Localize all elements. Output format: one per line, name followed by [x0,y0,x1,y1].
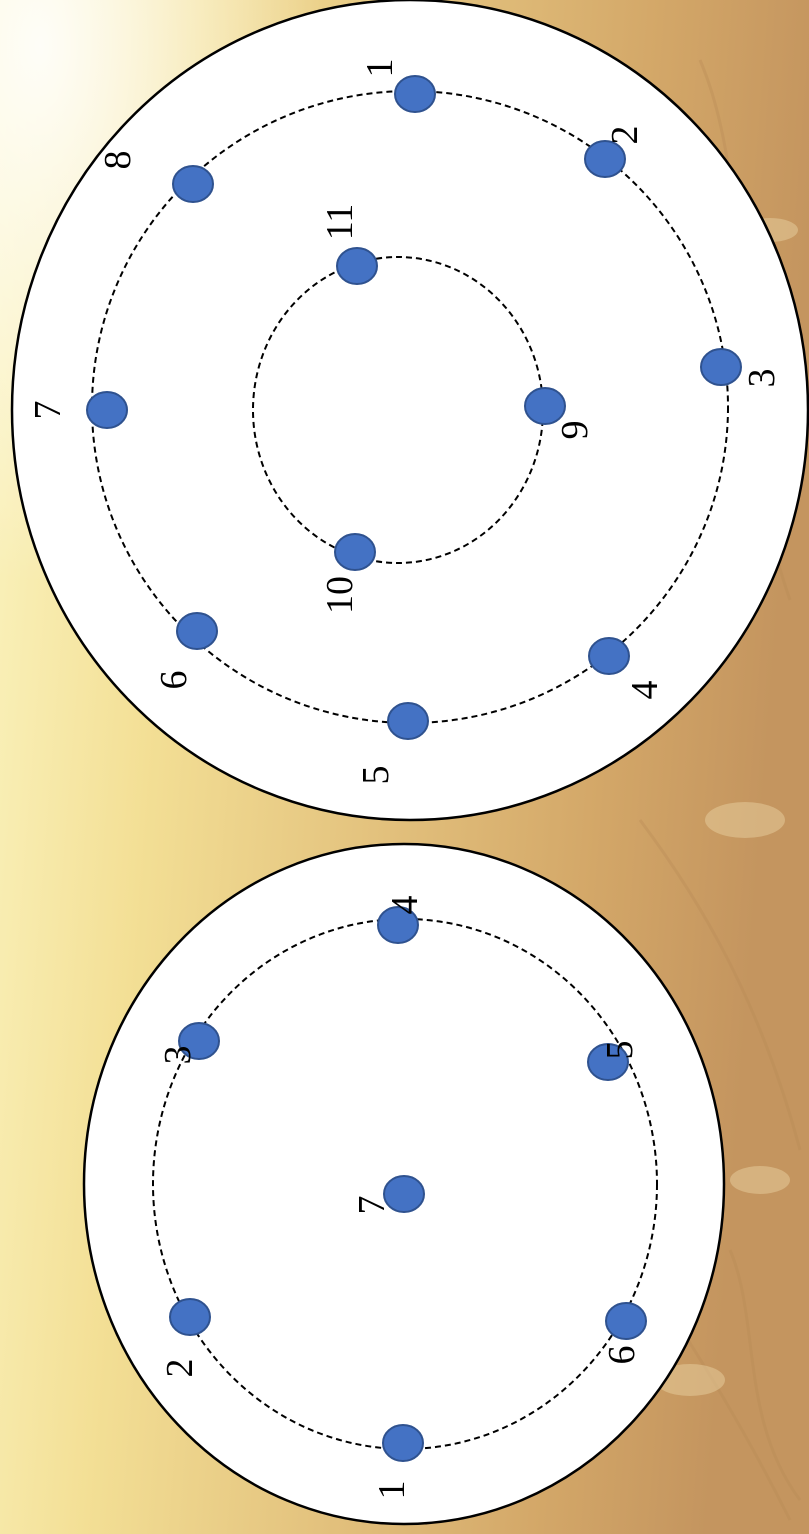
plate-2-sample-point-1 [394,75,436,113]
plate-1-label-7: 7 [351,1196,393,1215]
plate-1-sample-point-5 [587,1043,629,1081]
plate-1-label-5: 5 [599,1041,641,1060]
plate-2-sample-point-7 [86,391,128,429]
plate-2-label-6: 6 [153,671,195,690]
plate-1-sample-point-7 [383,1175,425,1213]
plate-2-label-1: 1 [359,59,401,78]
plate-2: 1 2 3 4 5 6 7 8 9 10 11 [10,0,809,822]
plate-2-sample-point-9 [524,387,566,425]
plate-2-sample-point-5 [387,702,429,740]
plate-2-label-10: 10 [319,576,361,614]
plate-2-label-9: 9 [554,421,596,440]
plate-2-sample-point-6 [176,612,218,650]
plate-1-label-3: 3 [157,1046,199,1065]
plate-1-label-1: 1 [371,1481,413,1500]
plate-2-label-4: 4 [624,681,666,700]
plate-1-sample-point-6 [605,1302,647,1340]
plate-2-label-11: 11 [319,204,361,241]
plate-2-label-2: 2 [604,126,646,145]
plate-2-sample-point-2 [584,140,626,178]
plate-2-label-8: 8 [97,151,139,170]
plate-2-sample-point-10 [334,533,376,571]
plate-1-label-2: 2 [159,1359,201,1378]
plate-1: 1 2 3 4 5 6 7 [82,842,726,1526]
plate-1-sample-point-3 [178,1022,220,1060]
plate-2-label-5: 5 [355,766,397,785]
plate-1-label-6: 6 [601,1346,643,1365]
plate-1-sample-point-2 [169,1298,211,1336]
plate-2-sample-point-11 [336,247,378,285]
plate-1-sample-point-4 [377,906,419,944]
plate-2-label-7: 7 [27,401,69,420]
plate-1-sample-point-1 [382,1424,424,1462]
plate-2-sample-point-4 [588,637,630,675]
plate-1-label-4: 4 [384,896,426,915]
plate-2-disk [10,0,809,822]
plate-2-sample-point-8 [172,165,214,203]
plate-2-label-3: 3 [741,369,783,388]
plate-2-sample-point-3 [700,348,742,386]
